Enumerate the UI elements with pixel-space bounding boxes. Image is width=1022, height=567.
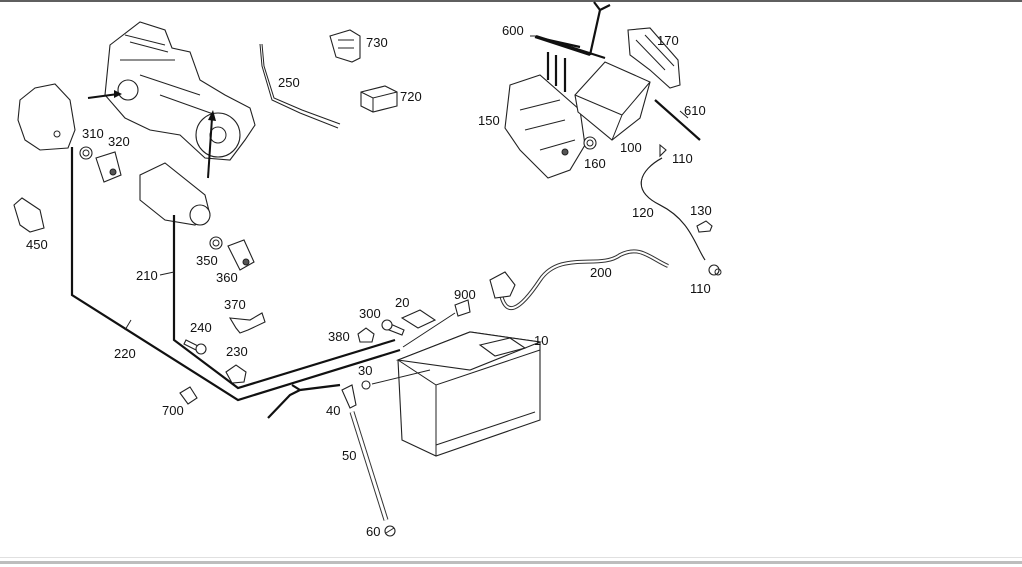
bracket-450-illustration — [13, 197, 45, 233]
spacer-700-illustration — [179, 386, 198, 405]
terminal-cover-900-illustration — [454, 299, 471, 317]
alternator-illustration — [17, 83, 76, 151]
connector-110b-illustration — [708, 264, 722, 276]
grommet-130-illustration — [696, 220, 713, 233]
window-top-border — [0, 0, 1022, 2]
starter-illustration — [139, 162, 211, 226]
aux-battery-100-illustration — [574, 61, 651, 141]
callout-350[interactable]: 350 — [196, 253, 218, 268]
callout-230[interactable]: 230 — [226, 344, 248, 359]
callout-220[interactable]: 220 — [114, 346, 136, 361]
callout-450[interactable]: 450 — [26, 237, 48, 252]
cable-branch-line — [267, 383, 341, 419]
callout-40[interactable]: 40 — [326, 403, 340, 418]
cable-220-line — [70, 147, 401, 402]
callout-300[interactable]: 300 — [359, 306, 381, 321]
callout-380[interactable]: 380 — [328, 329, 350, 344]
callout-100[interactable]: 100 — [620, 140, 642, 155]
nut-350-illustration — [209, 236, 223, 250]
engine-illustration — [87, 21, 256, 179]
callout-200[interactable]: 200 — [590, 265, 612, 280]
callout-370[interactable]: 370 — [224, 297, 246, 312]
bolt-300-illustration — [381, 319, 405, 336]
callout-110[interactable]: 110 — [672, 151, 693, 166]
battery-10-illustration — [395, 331, 543, 457]
vent-hose-120-illustration — [640, 143, 706, 261]
callout-900[interactable]: 900 — [454, 287, 476, 302]
end-cap-60-illustration — [384, 525, 396, 537]
callout-600[interactable]: 600 — [502, 23, 524, 38]
cable-210-line — [172, 215, 396, 390]
callout-310[interactable]: 310 — [82, 126, 104, 141]
battery-tray-150-illustration — [504, 74, 586, 179]
callout-240[interactable]: 240 — [190, 320, 212, 335]
ground-strap-250-illustration — [259, 43, 341, 129]
vent-hose-50-illustration — [349, 411, 389, 521]
callout-130[interactable]: 130 — [690, 203, 712, 218]
nut-30-illustration — [361, 380, 371, 390]
callout-30[interactable]: 30 — [358, 363, 372, 378]
callout-20[interactable]: 20 — [395, 295, 409, 310]
cable-610-illustration — [654, 99, 701, 141]
callout-700[interactable]: 700 — [162, 403, 184, 418]
callout-610[interactable]: 610 — [684, 103, 706, 118]
elbow-40-illustration — [341, 384, 357, 409]
bottom-scroll-bar[interactable] — [0, 561, 1022, 564]
bracket-170-illustration — [627, 27, 681, 89]
bottom-divider — [0, 557, 1022, 558]
callout-250[interactable]: 250 — [278, 75, 300, 90]
callout-170[interactable]: 170 — [657, 33, 679, 48]
clip-230-illustration — [225, 364, 247, 384]
small-battery-720-illustration — [360, 85, 398, 113]
bracket-370-illustration — [228, 312, 266, 334]
cover-plate-20-illustration — [400, 309, 437, 329]
nut-310-illustration — [79, 146, 93, 160]
harness-600-illustration — [534, 1, 611, 92]
cap-320-illustration — [95, 151, 122, 183]
bolt-240-illustration — [183, 339, 207, 355]
callout-360[interactable]: 360 — [216, 270, 238, 285]
callout-50[interactable]: 50 — [342, 448, 356, 463]
nut-160-illustration — [583, 136, 597, 150]
cap-360-illustration — [227, 239, 255, 271]
callout-720[interactable]: 720 — [400, 89, 422, 104]
callout-10[interactable]: 10 — [534, 333, 548, 348]
relay-730-illustration — [329, 29, 361, 63]
callout-120[interactable]: 120 — [632, 205, 654, 220]
nut-380-illustration — [357, 327, 375, 343]
callout-320[interactable]: 320 — [108, 134, 130, 149]
callout-160[interactable]: 160 — [584, 156, 606, 171]
callout-210[interactable]: 210 — [136, 268, 158, 283]
callout-150[interactable]: 150 — [478, 113, 500, 128]
callout-60[interactable]: 60 — [366, 524, 380, 539]
callout-730[interactable]: 730 — [366, 35, 388, 50]
callout-110[interactable]: 110 — [690, 281, 711, 296]
battery-cable-200-illustration — [489, 249, 669, 311]
